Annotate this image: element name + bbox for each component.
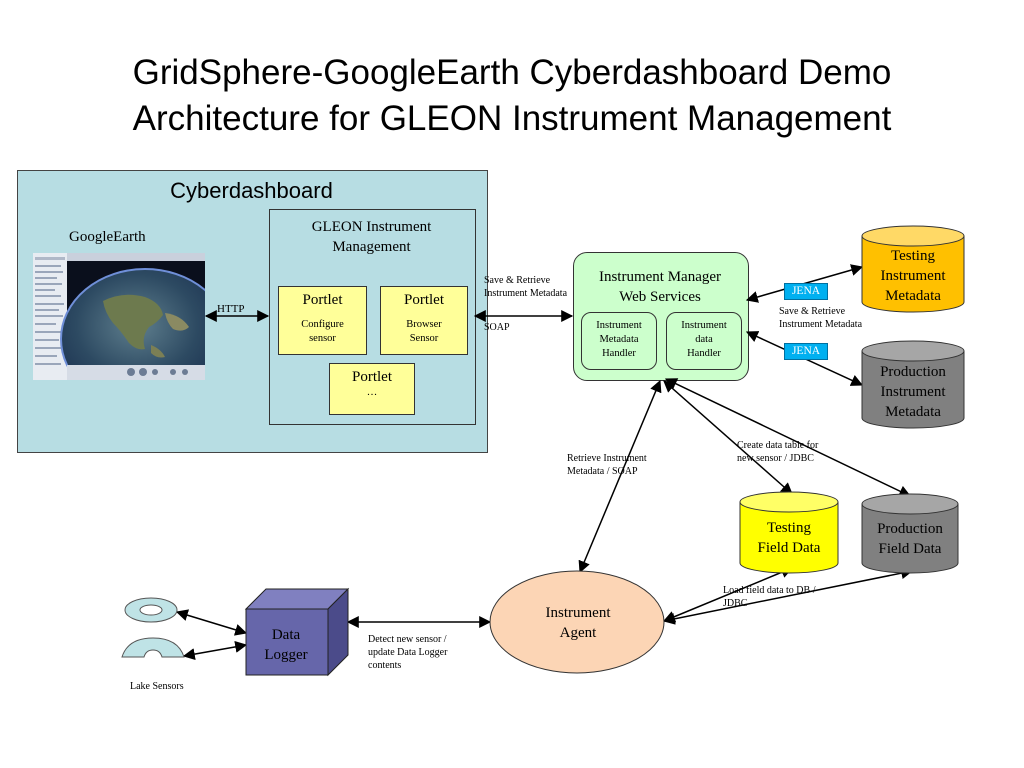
edge-line-1: Detect new sensor / — [368, 634, 447, 645]
portlet-sub-line-2: Sensor — [409, 333, 439, 344]
production-field-data-label: Production Field Data — [862, 519, 958, 559]
load-field-data-label: Load field data to DB / JDBC — [723, 584, 815, 610]
portlet-browser-sensor[interactable]: Portlet Browser Sensor — [380, 286, 468, 355]
soap-label: SOAP — [484, 322, 510, 333]
edge-line-2: update Data Logger — [368, 647, 448, 658]
googleearth-label: GoogleEarth — [69, 229, 146, 245]
lake-sensor-2 — [121, 637, 185, 658]
db-line-2: Instrument — [880, 384, 946, 400]
production-instrument-metadata-db — [861, 340, 965, 429]
jena-tag-production: JENA — [784, 343, 828, 360]
agent-line-2: Agent — [559, 625, 597, 641]
handler-line-3: Handler — [687, 348, 721, 359]
create-table-label: Create data table for new sensor / JDBC — [737, 439, 818, 465]
portlet-sub-line-1: Configure — [301, 319, 344, 330]
db-line-1: Production — [877, 521, 943, 537]
production-field-data-db — [861, 493, 959, 574]
data-logger-cube — [244, 587, 350, 677]
handler-line-1: Instrument — [596, 320, 642, 331]
edge-line-1: Load field data to DB / — [723, 585, 816, 596]
db-line-2: Field Data — [878, 541, 942, 557]
edge-line-1: Retrieve Instrument — [567, 453, 647, 464]
googleearth-image — [33, 253, 205, 380]
create-table-production-arrow — [664, 378, 912, 497]
load-production-field-arrow — [662, 567, 914, 625]
http-label: HTTP — [217, 303, 245, 315]
detect-sensor-label: Detect new sensor / update Data Logger c… — [368, 633, 447, 672]
edge-line-2: new sensor / JDBC — [737, 453, 814, 464]
db-line-1: Production — [880, 364, 946, 380]
logger-line-2: Logger — [264, 647, 308, 663]
instrument-agent-label: Instrument Agent — [499, 603, 657, 643]
portlet-sub-line-1: Browser — [406, 319, 442, 330]
db-line-2: Field Data — [757, 540, 821, 556]
gleon-management-label: GLEON Instrument Management — [269, 217, 474, 257]
handler-line-3: Handler — [602, 348, 636, 359]
instrument-metadata-handler: Instrument Metadata Handler — [581, 312, 657, 370]
edge-line-1: Save & Retrieve — [484, 275, 551, 286]
web-services-label: Instrument Manager Web Services — [573, 267, 747, 307]
edge-line-2: Metadata / SOAP — [567, 466, 638, 477]
gleon-label-line-1: GLEON Instrument — [311, 219, 432, 235]
testing-field-data-label: Testing Field Data — [740, 518, 838, 558]
jena-save-retrieve-label: Save & Retrieve Instrument Metadata — [779, 305, 862, 331]
save-retrieve-label: Save & Retrieve Instrument Metadata — [484, 274, 567, 300]
retrieve-metadata-label: Retrieve Instrument Metadata / SOAP — [567, 452, 647, 478]
googleearth-screenshot — [33, 253, 205, 380]
testing-field-data-db — [739, 491, 839, 574]
web-services-line-1: Instrument Manager — [598, 269, 722, 285]
portlet-title: Portlet — [352, 369, 392, 385]
edge-line-3: contents — [368, 660, 402, 671]
db-line-1: Testing — [891, 248, 935, 264]
cyberdashboard-label: Cyberdashboard — [170, 178, 333, 203]
page-title: GridSphere-GoogleEarth Cyberdashboard De… — [0, 50, 1024, 142]
lake-sensors-label: Lake Sensors — [130, 681, 184, 692]
portlet-sub-line-2: sensor — [309, 333, 336, 344]
sensor-1-arrow — [175, 609, 248, 636]
db-line-2: Instrument — [880, 268, 946, 284]
retrieve-metadata-arrow — [578, 379, 662, 574]
portlet-more[interactable]: Portlet … — [329, 363, 415, 415]
edge-line-1: Create data table for — [737, 440, 819, 451]
edge-line-2: Instrument Metadata — [484, 288, 568, 299]
db-line-3: Metadata — [885, 288, 941, 304]
gleon-label-line-2: Management — [332, 239, 411, 255]
edge-line-2: Instrument Metadata — [779, 319, 863, 330]
edge-line-1: Save & Retrieve — [779, 306, 846, 317]
production-metadata-label: Production Instrument Metadata — [862, 362, 964, 422]
handler-line-2: Metadata — [599, 334, 639, 345]
web-services-line-2: Web Services — [619, 289, 701, 305]
jena-tag-testing: JENA — [784, 283, 828, 300]
data-logger-label: Data Logger — [248, 625, 324, 665]
title-line-2: Architecture for GLEON Instrument Manage… — [132, 99, 892, 138]
db-line-3: Metadata — [885, 404, 941, 420]
create-table-testing-arrow — [663, 380, 793, 495]
db-line-1: Testing — [767, 520, 811, 536]
logger-line-1: Data — [271, 627, 301, 643]
lake-sensor-1 — [124, 597, 178, 623]
portlet-configure-sensor[interactable]: Portlet Configure sensor — [278, 286, 367, 355]
testing-metadata-label: Testing Instrument Metadata — [862, 246, 964, 306]
portlet-ellipsis: … — [366, 387, 378, 398]
portlet-title: Portlet — [404, 292, 444, 308]
sensor-2-arrow — [182, 640, 248, 661]
instrument-agent-shape — [489, 570, 665, 674]
edge-line-2: JDBC — [723, 598, 748, 609]
agent-line-1: Instrument — [545, 605, 611, 621]
title-line-1: GridSphere-GoogleEarth Cyberdashboard De… — [132, 53, 892, 92]
instrument-data-handler: Instrument data Handler — [666, 312, 742, 370]
portlet-title: Portlet — [302, 292, 343, 308]
handler-line-1: Instrument — [681, 320, 727, 331]
testing-instrument-metadata-db — [861, 225, 965, 313]
handler-line-2: data — [695, 334, 713, 345]
